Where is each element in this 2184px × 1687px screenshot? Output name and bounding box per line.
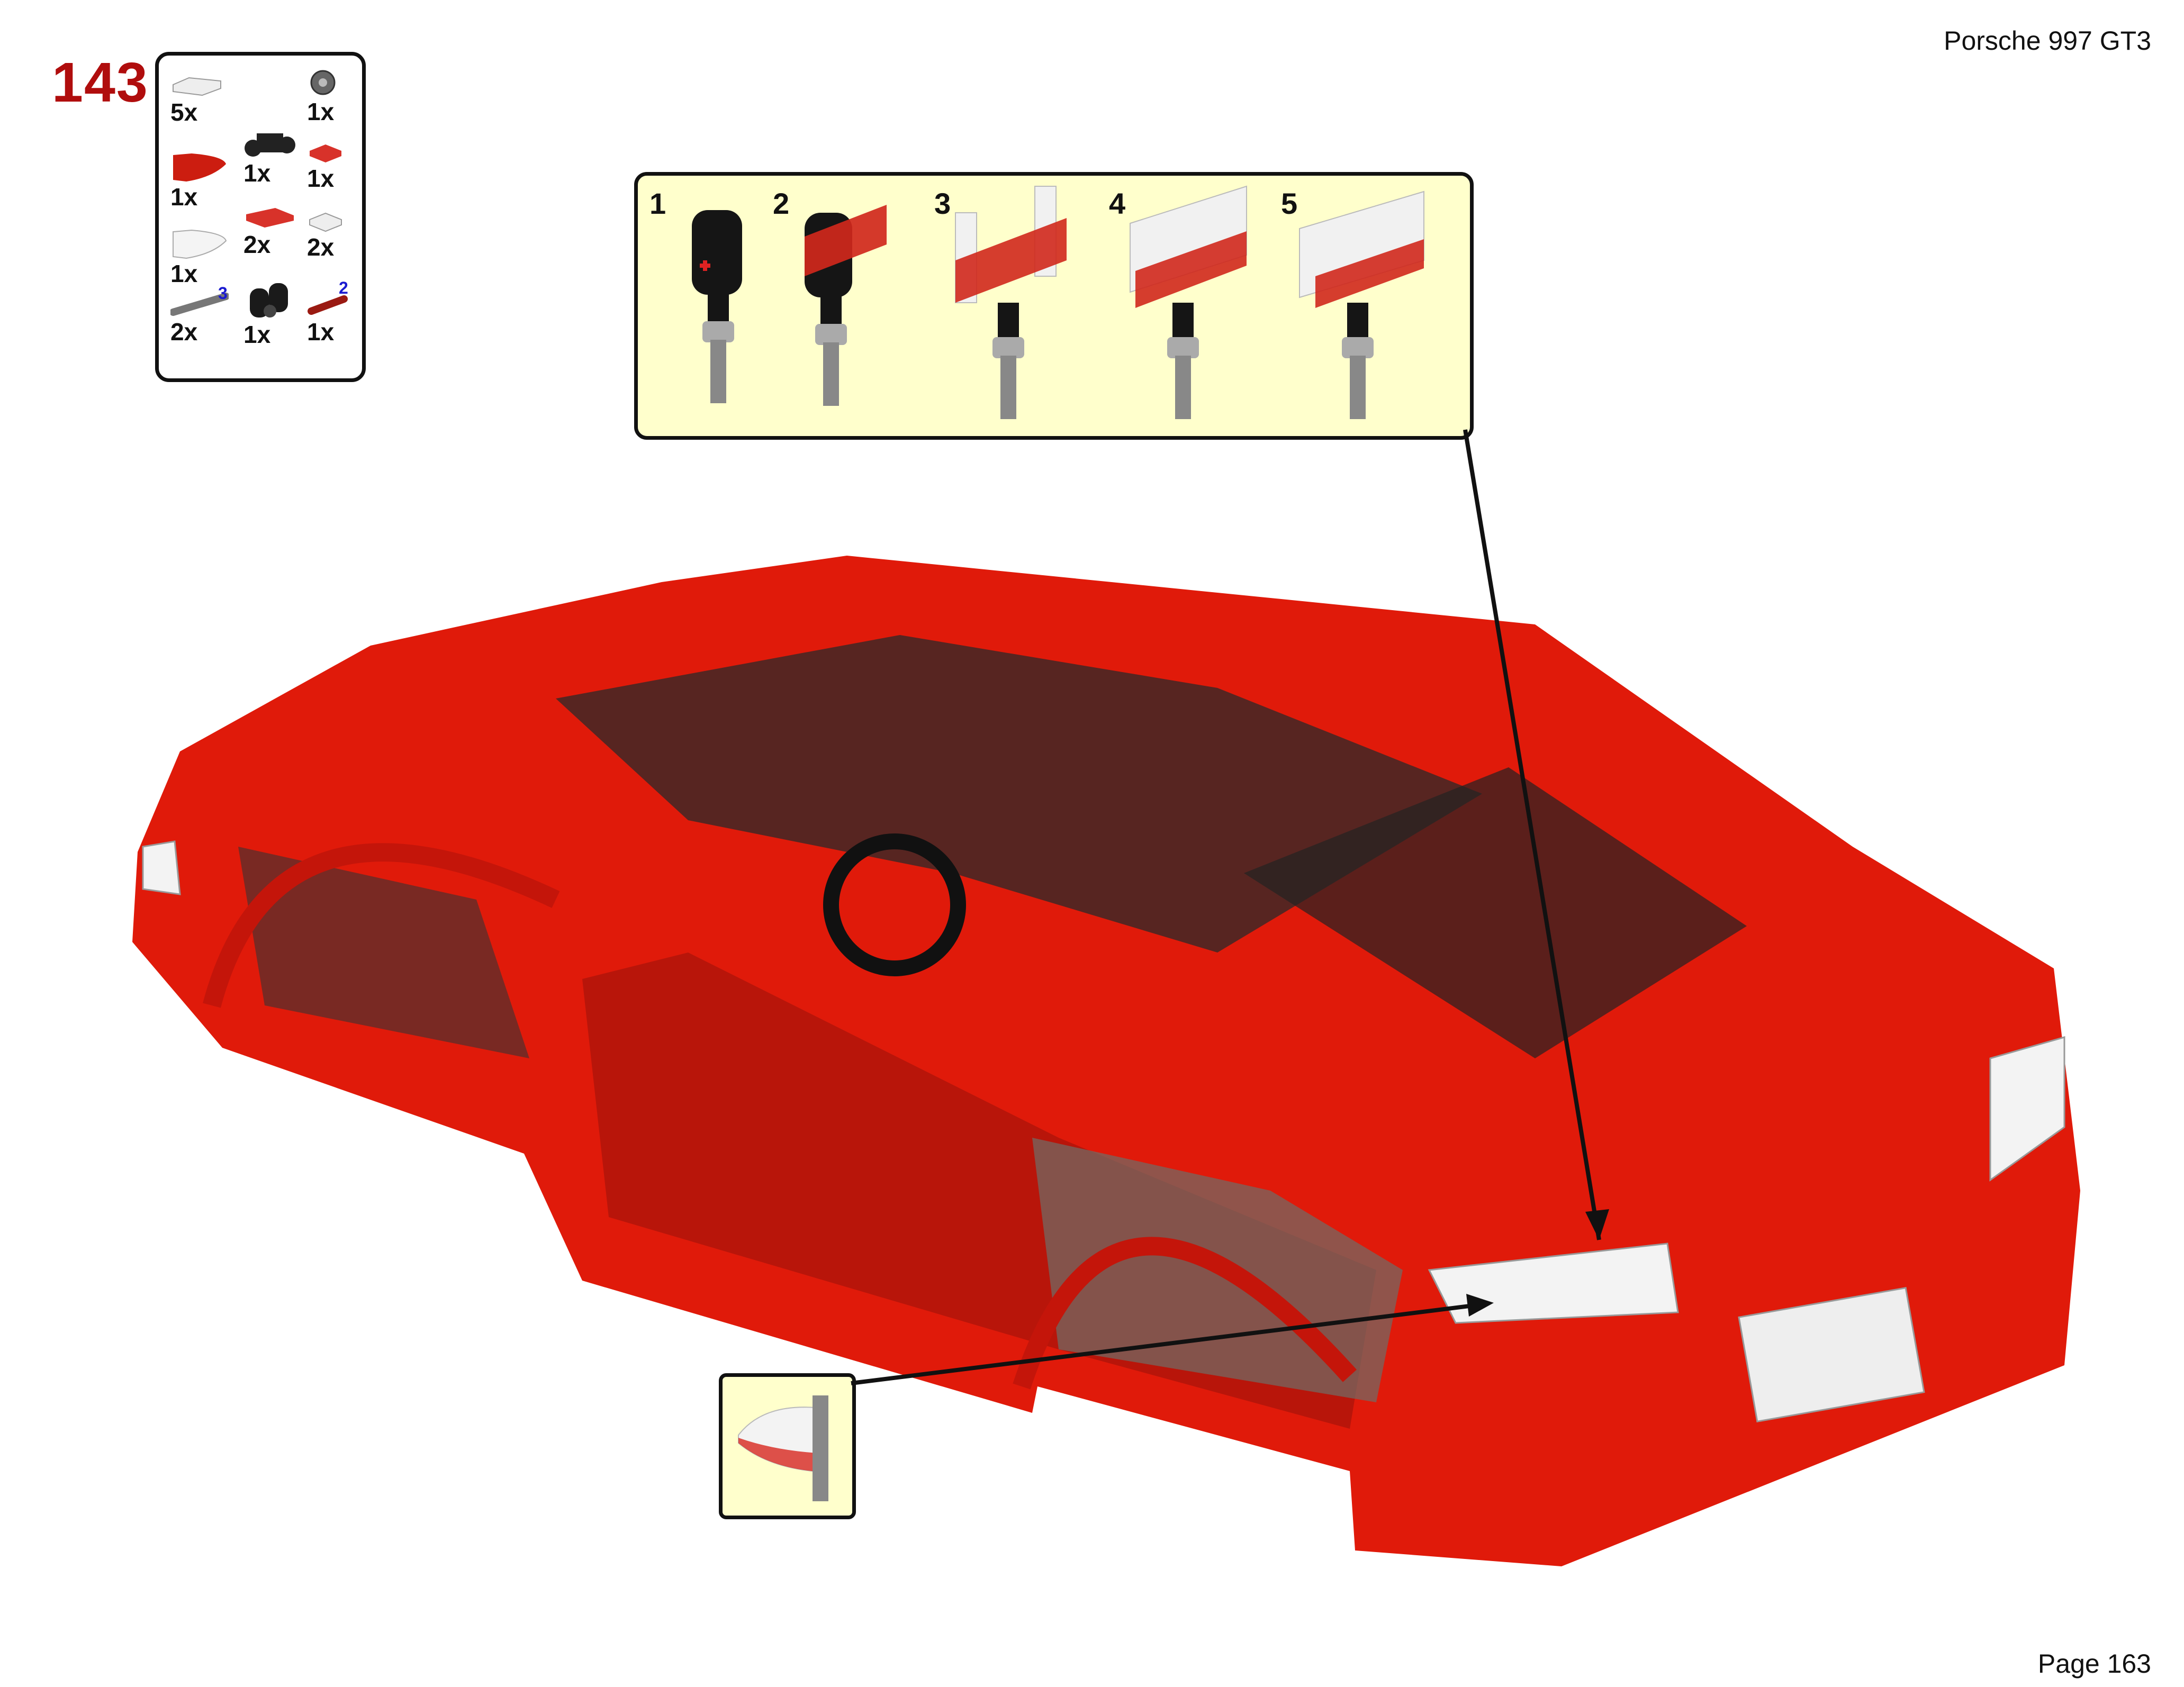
- document-title: Porsche 997 GT3: [1944, 26, 2151, 56]
- substep-1: 1: [649, 186, 777, 422]
- pin-connector-icon: [250, 283, 288, 318]
- pin-connector-assembly-icon: [692, 210, 742, 403]
- red-plate-icon: [310, 144, 341, 162]
- red-slope-icon: [173, 153, 226, 182]
- headlight-lens-icon: [738, 1395, 828, 1501]
- part-red-axle: 2 1x: [307, 278, 365, 346]
- red-clear-plates-icon: [955, 186, 1067, 419]
- clear-slope-icon: [173, 229, 227, 259]
- gray-axle-icon: [170, 293, 229, 316]
- part-callout: [719, 1373, 856, 1519]
- part-qty: 1x: [170, 260, 198, 287]
- axle-length-badge: 3: [218, 284, 228, 303]
- substep-number: 4: [1109, 187, 1126, 220]
- substep-number: 2: [773, 187, 790, 220]
- part-red-plate-1x1: 1x: [307, 140, 365, 193]
- part-qty: 1x: [307, 318, 335, 346]
- axle-length-badge: 2: [339, 278, 348, 297]
- part-red-plate-1x2: 2x: [243, 204, 302, 259]
- red-plate-icon: [246, 208, 294, 228]
- part-clear-plate: 5x: [170, 71, 229, 126]
- pin-connector-red-plate-icon: [805, 205, 887, 406]
- part-qty: 2x: [307, 233, 335, 261]
- substep-number: 1: [649, 187, 666, 220]
- substep-2: 2: [773, 186, 910, 422]
- bush-icon: [310, 70, 336, 95]
- page-number: Page 163: [2037, 1649, 2151, 1679]
- part-gray-axle: 3 2x: [170, 284, 229, 346]
- pointer-line: [1463, 429, 1601, 1240]
- subassembly-callout: 1 2 3 4 5: [634, 172, 1474, 440]
- substep-3: 3: [934, 186, 1077, 427]
- arrow-head-icon: [1585, 1209, 1609, 1240]
- substep-4: 4: [1109, 185, 1257, 427]
- substep-5: 5: [1281, 186, 1440, 427]
- car-body: [132, 556, 2080, 1566]
- red-axle-icon: [308, 295, 348, 315]
- part-clear-plate-1x1: 2x: [307, 209, 365, 261]
- substep-number: 5: [1281, 187, 1298, 220]
- part-qty: 5x: [170, 98, 198, 126]
- part-cross-block: 1x: [243, 127, 302, 187]
- part-qty: 2x: [243, 231, 271, 258]
- parts-list: 5x 1x 1x 1x 1x 2x 2x 1x 3 2x 1x 2 1x: [155, 52, 366, 382]
- headlight-assembly-icon: [1299, 191, 1424, 419]
- part-double-pin-connector: 1x: [243, 280, 302, 349]
- part-qty: 1x: [170, 183, 198, 211]
- clear-plate-icon: [309, 212, 342, 232]
- part-red-slope: 1x: [170, 151, 229, 211]
- part-qty: 1x: [307, 165, 335, 192]
- pointer-line: [851, 1302, 1483, 1385]
- arrow-head-icon: [1466, 1294, 1494, 1317]
- part-qty: 1x: [243, 321, 271, 348]
- step-number: 143: [52, 51, 149, 114]
- clear-plate-stack-icon: [1130, 185, 1247, 419]
- part-clear-slope: 1x: [170, 228, 229, 288]
- part-qty: 1x: [307, 98, 335, 125]
- substep-number: 3: [934, 187, 951, 220]
- part-qty: 2x: [170, 318, 198, 346]
- part-bush: 1x: [307, 68, 365, 126]
- part-qty: 1x: [243, 159, 271, 187]
- cross-block-icon: [245, 133, 295, 157]
- clear-plate-icon: [173, 77, 221, 96]
